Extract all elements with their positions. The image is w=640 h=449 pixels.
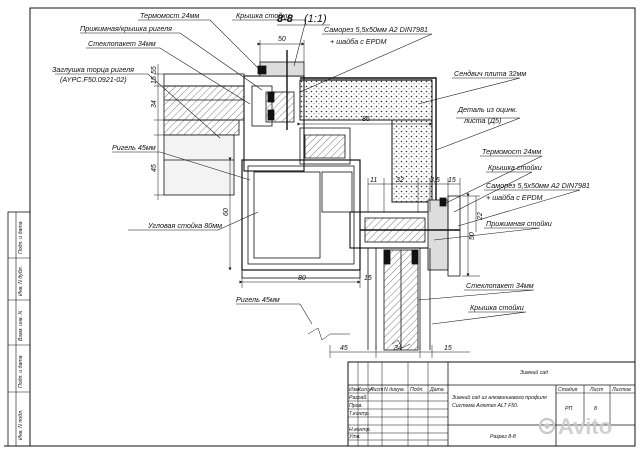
tb-sheet-no: 8: [594, 406, 597, 412]
side-label-1: Инв. N подл.: [18, 410, 24, 440]
avito-logo-icon: [538, 417, 556, 435]
dimension-lines: [154, 40, 480, 358]
label-clamp-mullion: Прижимная стойки: [486, 219, 552, 228]
tb-role-3: Т.контр.: [349, 411, 370, 417]
label-clamp-cover-transom: Прижимная/крышка ригеля: [80, 24, 172, 33]
title-block: [347, 361, 636, 447]
dim-32: 32: [396, 177, 404, 184]
label-thermal-break-top: Термомост 24мм: [140, 11, 199, 20]
label-screw-right-2: + шайба с EPDM: [486, 193, 543, 202]
label-corner-mullion: Угловая стойка 80мм: [147, 221, 222, 230]
dim-11: 11: [370, 177, 377, 184]
tb-rev-h-6: Дата: [429, 387, 444, 393]
tb-description-1: Зимний сад из алюминиевого профиля: [452, 394, 547, 401]
watermark-text: Avito: [558, 414, 612, 439]
dim-3-5: 3,5: [430, 177, 440, 184]
label-transom-bottom: Ригель 45мм: [236, 295, 280, 304]
section-geometry: [163, 50, 461, 351]
dim-15-bottom: 15: [364, 275, 372, 282]
dim-50-top: 50: [278, 36, 286, 43]
label-screw-top-1: Саморез 5,5x50мм A2 DIN7981: [324, 25, 428, 34]
dim-15-right: 15: [448, 177, 456, 184]
tb-role-6: Утв.: [349, 434, 361, 440]
tb-project-top: Зимний сад: [520, 369, 548, 376]
tb-rev-h-2: Кол.уч: [358, 387, 374, 393]
side-label-3: Взам. инв. N: [18, 311, 24, 341]
tb-role-2: Пров.: [349, 403, 363, 409]
tb-description-2: Система Алютех ALT F50.: [452, 403, 519, 409]
watermark: Avito: [538, 414, 612, 439]
tb-sheet-name: Разрез 8-8: [490, 434, 516, 440]
label-screw-top-2: + шайба с EPDM: [330, 37, 387, 46]
label-end-cap-2: (AYPC.F50.0921-02): [60, 75, 127, 84]
label-mullion-cover-right: Крышка стойки: [488, 163, 542, 172]
dim-60: 60: [223, 208, 230, 216]
dimension-values: 50 15 55 34 45 60 86 11 32 3,5 15 22 50 …: [151, 36, 484, 352]
label-mullion-cover-bottom: Крышка стойки: [470, 303, 524, 312]
label-transom-left: Ригель 45мм: [112, 143, 156, 152]
section-scale: (1:1): [304, 13, 327, 25]
label-galv-sheet-2: листа (Д5): [463, 116, 501, 125]
dim-50-right: 50: [469, 232, 476, 240]
tb-role-1: Разраб.: [349, 395, 368, 401]
dim-80: 80: [298, 275, 306, 282]
section-title: 8-8: [277, 13, 294, 25]
dim-34-bottom: 34: [394, 345, 402, 352]
side-label-2: Подп. и дата: [18, 355, 24, 388]
binding-strip: Инв. N подл. Подп. и дата Взам. инв. N И…: [7, 211, 31, 447]
leader-lines: [55, 19, 581, 325]
dim-45-left: 45: [151, 164, 158, 172]
dim-34-left: 34: [151, 100, 158, 108]
dim-15-bottom-right: 15: [444, 345, 452, 352]
label-sandwich: Сендвич плита 32мм: [454, 69, 526, 78]
tb-rev-h-1: Изм.: [349, 387, 360, 393]
tb-col-stage: Стадия: [558, 387, 578, 393]
dim-86: 86: [362, 116, 370, 123]
label-end-cap-1: Заглушка торца ригеля: [52, 65, 134, 74]
label-thermal-break-right: Термомост 24мм: [482, 147, 541, 156]
label-screw-right-1: Саморез 5,5x50мм A2 DIN7981: [486, 181, 590, 190]
tb-col-sheets: Листов: [611, 387, 631, 393]
tb-stage: РП: [565, 406, 572, 412]
side-label-4: Инв. N дубл.: [18, 266, 24, 296]
dim-45-bottom: 45: [340, 345, 348, 352]
tb-rev-h-5: Подп.: [410, 387, 424, 393]
label-glass-unit-right: Стеклопакет 34мм: [466, 281, 534, 290]
tb-role-5: Н.контр.: [349, 427, 371, 433]
tb-rev-h-3: Лист: [369, 387, 384, 393]
dim-15-left: 15: [151, 76, 158, 84]
label-glass-unit-top: Стеклопакет 34мм: [88, 39, 156, 48]
label-mullion-cover-top: Крышка стойки: [236, 11, 290, 20]
title-block-text: Зимний сад Изм. Кол.уч Лист N докум. Под…: [349, 369, 631, 440]
label-galv-sheet-1: Деталь из оцинк.: [457, 105, 517, 114]
callout-labels: Термомост 24мм Прижимная/крышка ригеля С…: [52, 11, 590, 312]
dim-55-left: 55: [151, 66, 158, 74]
tb-rev-h-4: N докум.: [384, 387, 405, 393]
side-label-5: Подп. и дата: [18, 221, 24, 254]
tb-col-sheet: Лист: [589, 387, 604, 393]
dim-22: 22: [477, 212, 484, 221]
